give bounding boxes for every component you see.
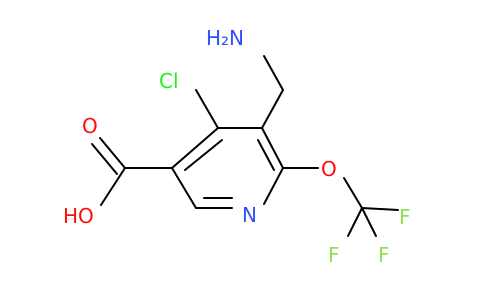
hydroxyl-label: HO bbox=[63, 204, 94, 228]
bond-ch2-n bbox=[263, 55, 284, 91]
bond-n-c2 bbox=[263, 167, 284, 205]
bond-c3-c2-inner bbox=[257, 139, 275, 171]
bond-c4-cl bbox=[195, 89, 219, 129]
fluorine-left-label: F bbox=[328, 243, 340, 267]
bond-c-f-bottom bbox=[361, 207, 377, 237]
fluorine-top-right-label: F bbox=[399, 205, 411, 229]
fluorine-bottom-right-label: F bbox=[378, 243, 390, 267]
bond-c-f-left bbox=[347, 207, 363, 237]
bond-c3-ch2 bbox=[261, 89, 284, 129]
ring-nitrogen-label: N bbox=[242, 203, 257, 227]
bond-c-f-right bbox=[361, 207, 399, 211]
amine-label: H₂N bbox=[206, 26, 244, 50]
bond-o-cf3 bbox=[343, 177, 363, 209]
bond-c4-c5-inner bbox=[184, 139, 223, 171]
bond-lines bbox=[91, 55, 399, 237]
ether-oxygen-label: O bbox=[321, 157, 337, 181]
chlorine-label: Cl bbox=[159, 69, 179, 93]
bond-c3-c2 bbox=[261, 127, 284, 169]
bond-c-o-double-b bbox=[91, 143, 118, 175]
bond-c-o-double-a bbox=[99, 137, 126, 169]
bond-c-oh bbox=[100, 167, 126, 206]
carbonyl-oxygen-label: O bbox=[82, 114, 98, 138]
bond-c4-c5 bbox=[171, 127, 219, 169]
atom-labels: H₂N Cl N O O HO F F F bbox=[63, 26, 411, 267]
bond-c5-c6 bbox=[171, 167, 197, 209]
